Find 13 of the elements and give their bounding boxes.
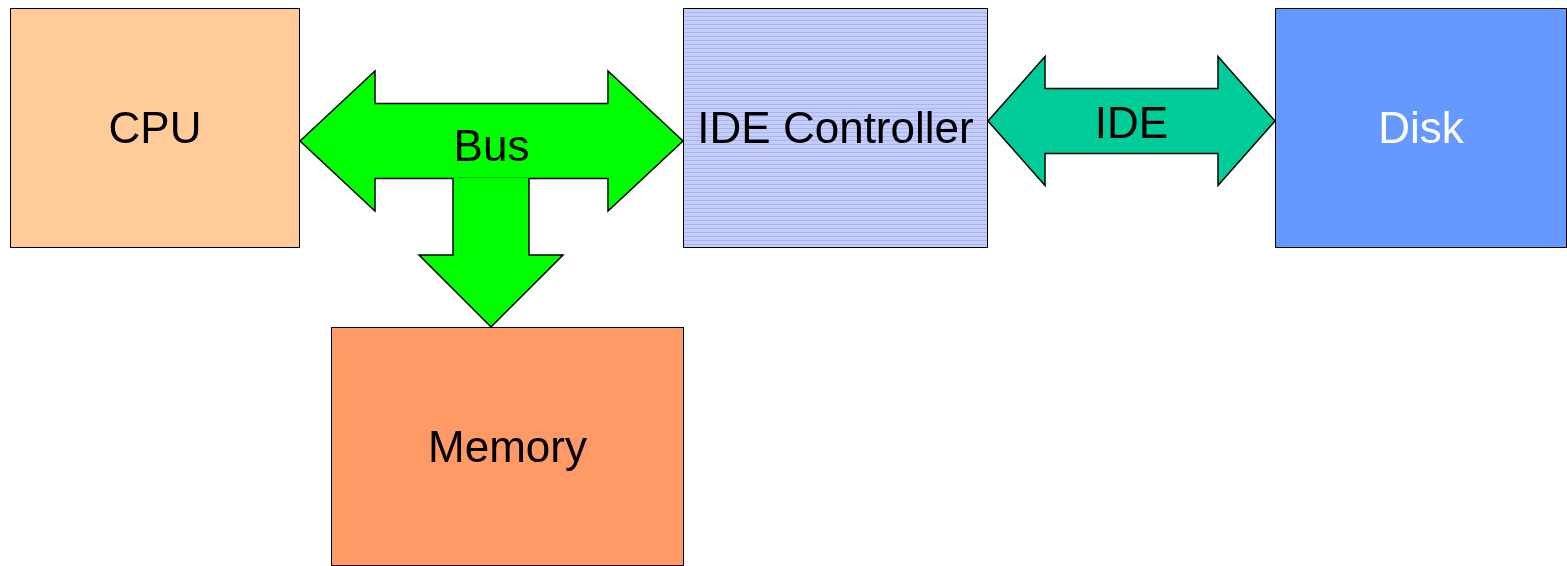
edge-label: IDE: [1094, 98, 1169, 148]
component-label: Memory: [428, 421, 587, 472]
component-box: [331, 327, 684, 566]
block-arrow: [417, 177, 565, 329]
component-box: [10, 8, 300, 248]
component-box: [683, 8, 988, 248]
edge-label: Bus: [453, 121, 530, 171]
component-box: [1275, 8, 1567, 248]
block-arrow: [987, 54, 1276, 188]
component-label: IDE Controller: [697, 103, 974, 153]
component-label: CPU: [108, 103, 202, 153]
component-label: Disk: [1378, 103, 1464, 153]
block-arrow: [298, 69, 685, 213]
